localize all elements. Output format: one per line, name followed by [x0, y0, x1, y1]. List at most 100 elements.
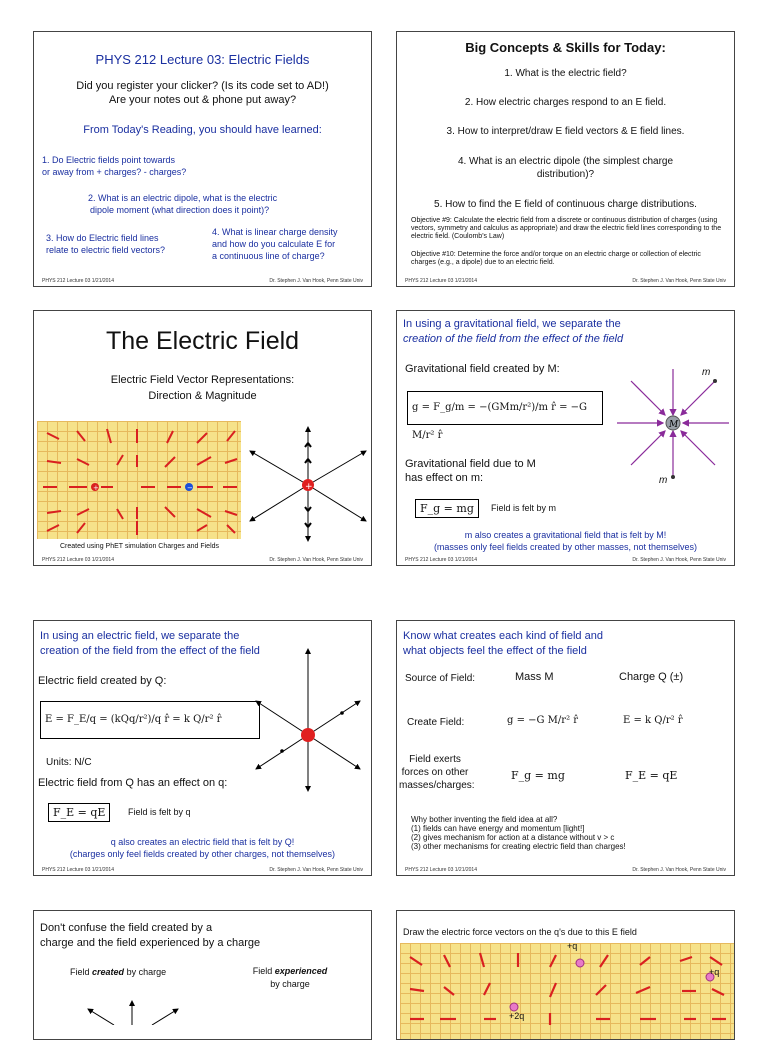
- heading-line2: creation of the field from the effect of…: [40, 645, 260, 657]
- exerts-line2: forces on other: [401, 767, 469, 778]
- gravity-force-equation: F_g = mg: [415, 499, 479, 518]
- phet-arrows: + −: [43, 428, 238, 535]
- slide-heading: In using a gravitational field, we separ…: [403, 317, 623, 347]
- gravity-equation: g = F_g/m = −(GMm/r²)/m r̂ = −G M/r² r̂: [407, 391, 603, 441]
- field-grid: [400, 943, 734, 1039]
- concept-4-line1: 4. What is an electric dipole (the simpl…: [457, 156, 674, 167]
- why-reason-2: (2) gives mechanism for action at a dist…: [411, 833, 615, 842]
- created-label: Gravitational field created by M:: [405, 363, 560, 375]
- exerts-line1: Field exerts: [409, 754, 461, 765]
- reading-q1: 1. Do Electric fields point towards or a…: [42, 154, 186, 178]
- test-charge-icon: [509, 1002, 519, 1012]
- felt-by-label: Field is felt by q: [128, 807, 191, 817]
- reading-heading: From Today's Reading, you should have le…: [83, 124, 322, 136]
- reading-q2: 2. What is an electric dipole, what is t…: [88, 192, 277, 216]
- svg-text:+: +: [305, 482, 313, 492]
- why-reason-1: (1) fields can have energy and momentum …: [411, 824, 585, 833]
- effect-label: Gravitational field due to M has effect …: [405, 457, 536, 485]
- test-charge-q-icon: [280, 749, 284, 753]
- slide-electric-field: The Electric Field Electric Field Vector…: [33, 310, 372, 566]
- reading-q4: 4. What is linear charge density and how…: [212, 226, 338, 262]
- concept-2: 2. How electric charges respond to an E …: [464, 97, 667, 108]
- electric-force-formula: F_E = qE: [625, 769, 678, 782]
- mass-m-label-bottom: m: [659, 475, 668, 486]
- phet-credit: Created using PhET simulation Charges an…: [60, 543, 220, 550]
- heading-line2: creation of the field from the effect of…: [403, 333, 624, 345]
- slide-field-sources: Know what creates each kind of field and…: [396, 620, 735, 876]
- slide-title: The Electric Field: [105, 327, 300, 355]
- concept-4: 4. What is an electric dipole (the simpl…: [397, 155, 734, 181]
- note-line2: (masses only feel fields created by othe…: [433, 542, 698, 552]
- created-field-arrows: [87, 1000, 179, 1025]
- slide-draw-force-vectors: Draw the electric force vectors on the q…: [396, 910, 735, 1040]
- heading-line2: charge and the field experienced by a ch…: [40, 937, 261, 949]
- slide-lecture-title: PHYS 212 Lecture 03: Electric Fields Did…: [33, 31, 372, 287]
- charge-label-2q: +2q: [509, 1011, 525, 1021]
- reading-q2-line2: dipole moment (what direction does it po…: [90, 205, 270, 215]
- test-charge-icon: [575, 958, 585, 968]
- effect-line2: has effect on m:: [405, 472, 484, 484]
- heading-line1: In using an electric field, we separate …: [40, 630, 240, 642]
- svg-text:+: +: [93, 484, 99, 492]
- concept-5: 5. How to find the E field of continuous…: [434, 199, 697, 210]
- concept-1: 1. What is the electric field?: [504, 68, 627, 79]
- radial-field-diagram: +: [249, 426, 367, 542]
- test-charge-icon: [705, 972, 715, 982]
- objective-9: Objective #9: Calculate the electric fie…: [411, 217, 722, 240]
- slide-heading: Know what creates each kind of field and…: [403, 629, 603, 659]
- positive-charge-icon: [302, 479, 314, 491]
- charge-label-top: +q: [567, 941, 578, 951]
- note-line2: (charges only feel fields created by oth…: [69, 849, 336, 859]
- source-label: Source of Field:: [405, 673, 476, 684]
- charge-Q-icon: [301, 728, 315, 742]
- note-line1: m also creates a gravitational field tha…: [464, 530, 667, 540]
- gravity-force-formula: F_g = mg: [511, 769, 565, 782]
- slide-created-vs-experienced: Don't confuse the field created by a cha…: [33, 910, 372, 1040]
- clicker-question: Did you register your clicker? (Is its c…: [76, 80, 329, 92]
- gravity-field-formula: g = −G M/r² r̂: [507, 715, 579, 726]
- slide-title: PHYS 212 Lecture 03: Electric Fields: [95, 52, 310, 67]
- created-label: Electric field created by Q:: [38, 675, 167, 687]
- why-fields: Why bother inventing the field idea at a…: [411, 815, 626, 851]
- objective-10: Objective #10: Determine the force and/o…: [411, 251, 701, 266]
- mass-m-icon: [671, 475, 675, 479]
- field-experienced-label: Field experienced by charge: [252, 966, 328, 989]
- subtitle-line1: Electric Field Vector Representations:: [110, 374, 295, 386]
- notes-question: Are your notes out & phone put away?: [108, 94, 297, 106]
- reading-q3-line1: 3. How do Electric field lines: [46, 233, 159, 243]
- charge-label-right: +q: [709, 967, 720, 977]
- positive-charge-icon: [91, 483, 99, 491]
- field-created-label: Field created by charge: [70, 967, 167, 977]
- reading-q3-line2: relate to electric field vectors?: [46, 245, 166, 255]
- mass-M-heading: Mass M: [515, 671, 554, 683]
- charge-Q-heading: Charge Q (±): [619, 671, 684, 683]
- slide-heading: Draw the electric force vectors on the q…: [403, 927, 637, 937]
- reading-q4-line2: and how do you calculate E for: [212, 239, 336, 249]
- note-line1: q also creates an electric field that is…: [110, 837, 295, 847]
- slide-heading: In using an electric field, we separate …: [40, 629, 260, 659]
- mass-m-icon: [713, 379, 717, 383]
- charge-field-diagram: [255, 648, 361, 792]
- slide-electric-field-creation: In using an electric field, we separate …: [33, 620, 372, 876]
- heading-line2: what objects feel the effect of the fiel…: [403, 645, 587, 657]
- field-arrows: [409, 952, 726, 1025]
- slide-gravitational-field: In using a gravitational field, we separ…: [396, 310, 735, 566]
- concept-3: 3. How to interpret/draw E field vectors…: [446, 126, 685, 137]
- svg-text:−: −: [187, 484, 193, 492]
- reading-q4-line3: a continuous line of charge?: [212, 251, 325, 261]
- electric-field-formula: E = k Q/r² r̂: [623, 715, 683, 726]
- test-charge-q-icon: [340, 711, 344, 715]
- subtitle-line2: Direction & Magnitude: [148, 390, 257, 402]
- create-label: Create Field:: [407, 717, 465, 728]
- electric-field-equation: E = F_E/q = (kQq/r²)/q r̂ = k Q/r² r̂: [40, 701, 260, 739]
- units-label: Units: N/C: [46, 757, 92, 768]
- reading-q2-line1: 2. What is an electric dipole, what is t…: [88, 193, 278, 203]
- heading-line1: Know what creates each kind of field and: [403, 630, 603, 642]
- why-reason-3: (3) other mechanisms for creating electr…: [411, 842, 626, 851]
- mass-m-label-top: m: [702, 367, 711, 378]
- heading-line1: Don't confuse the field created by a: [40, 922, 213, 934]
- phet-field-grid: + −: [37, 421, 241, 539]
